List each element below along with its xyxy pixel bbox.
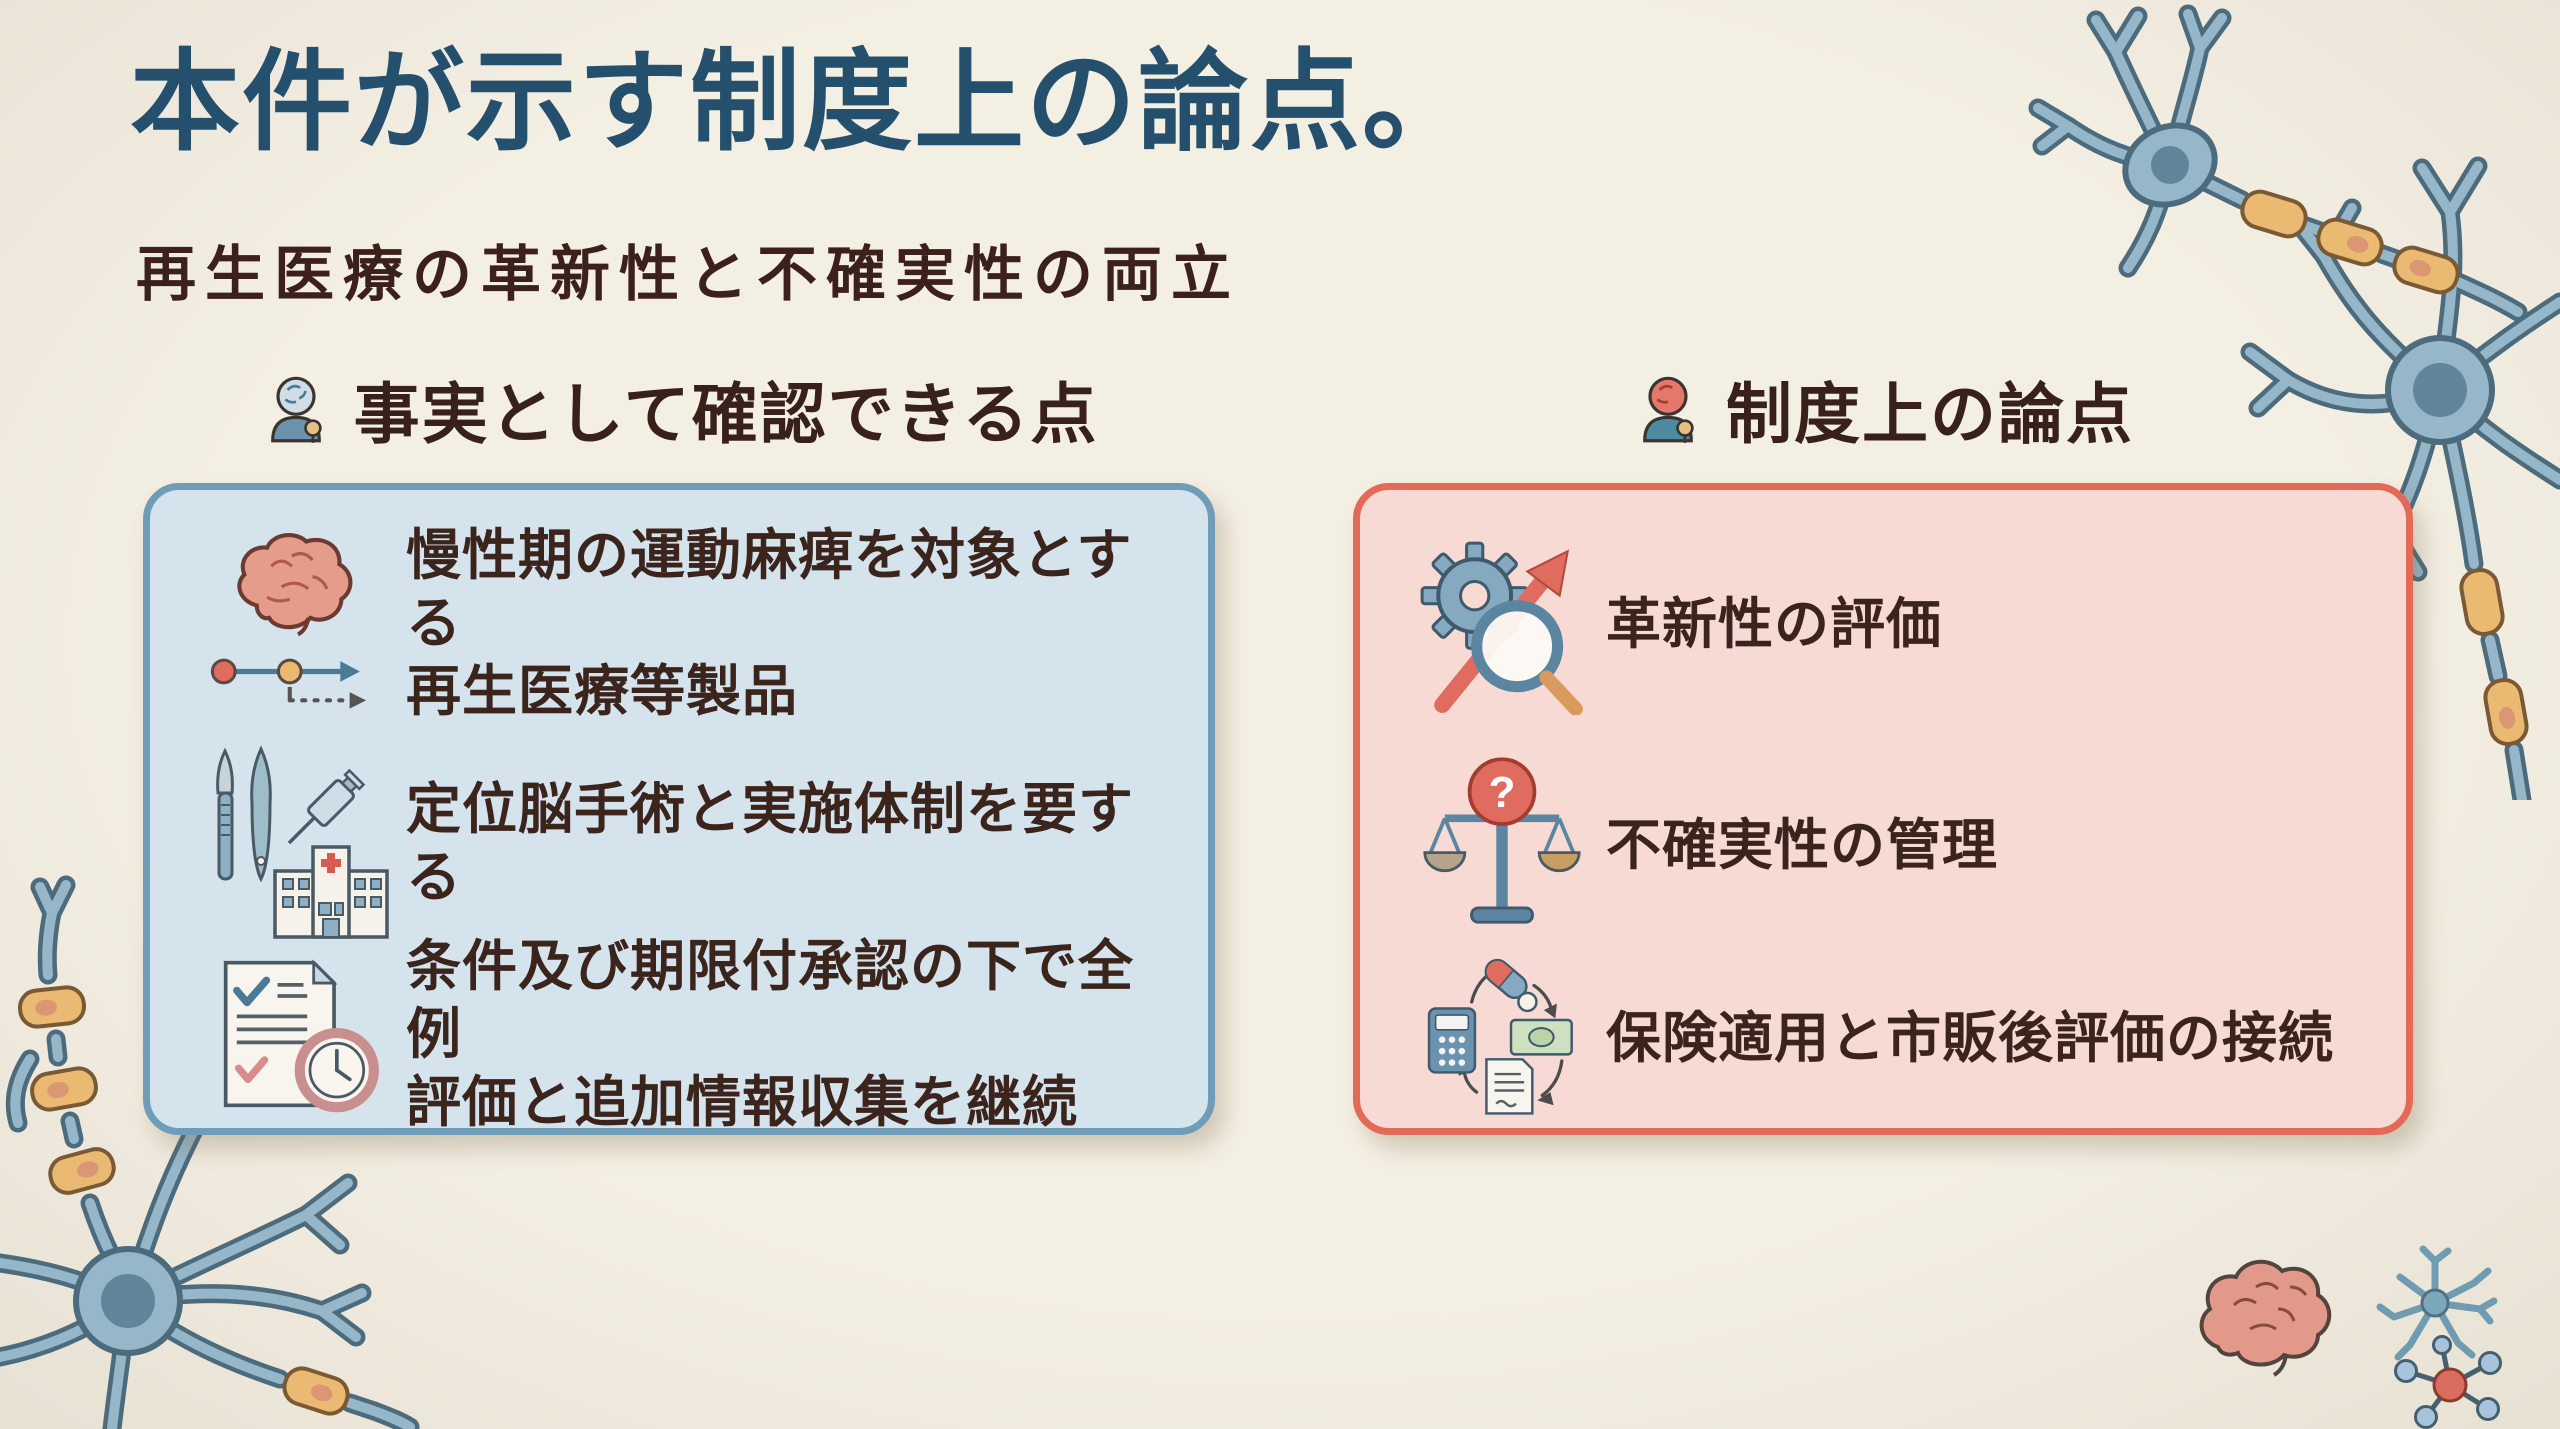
checklist-clock-icon [188,955,406,1113]
issues-item-2: ? 不確実性の管理 [1398,738,2378,952]
glial-cell-icon [2376,1245,2498,1361]
facts-item-1-text: 慢性期の運動麻痺を対象とする 再生医療等製品 [406,523,1133,723]
issues-panel: 革新性の評価 ? 不確実性の管理 [1353,483,2413,1135]
page-subtitle: 再生医療の革新性と不確実性の両立 [136,241,1240,308]
facts-item-2-text: 定位脳手術と実施体制を要する [406,777,1135,908]
issues-header-label: 制度上の論点 [1726,377,2134,451]
issues-item-3: 保険適用と市販後評価の接続 [1398,958,2378,1116]
issues-item-1-text: 革新性の評価 [1606,592,1943,655]
molecule-icon [2394,1335,2502,1429]
facts-panel: 慢性期の運動麻痺を対象とする 再生医療等製品 [143,483,1215,1135]
facts-item-2: 定位脳手術と実施体制を要する [188,738,1180,948]
brain-glia-molecule-illustration-bottom-right [2199,1245,2502,1429]
facts-header-label: 事実として確認できる点 [353,377,1099,451]
surgical-tools-hospital-icon [188,743,406,943]
payment-cycle-icon [1398,956,1606,1120]
facts-item-3-text: 条件及び期限付承認の下で全例 評価と追加情報収集を継続 [406,934,1135,1134]
scale-question-icon: ? [1398,749,1606,941]
person-brain-icon [270,376,322,443]
issues-item-2-text: 不確実性の管理 [1606,813,1999,876]
facts-item-1: 慢性期の運動麻痺を対象とする 再生医療等製品 [188,514,1180,732]
facts-item-3: 条件及び期限付承認の下で全例 評価と追加情報収集を継続 [188,935,1180,1133]
issues-item-1: 革新性の評価 [1398,518,2378,730]
issues-item-3-text: 保険適用と市販後評価の接続 [1606,1006,2335,1069]
issues-column-header: 制度上の論点 [1353,350,2413,468]
gear-magnifier-arrow-icon [1398,533,1606,715]
brain-timeline-icon [188,525,406,721]
page-title: 本件が示す制度上の論点。 [130,41,1474,164]
facts-column-header: 事実として確認できる点 [143,350,1215,468]
brain-deco-icon [2199,1259,2332,1367]
person-red-brain-icon [1643,376,1694,443]
svg-text:?: ? [1489,768,1516,817]
